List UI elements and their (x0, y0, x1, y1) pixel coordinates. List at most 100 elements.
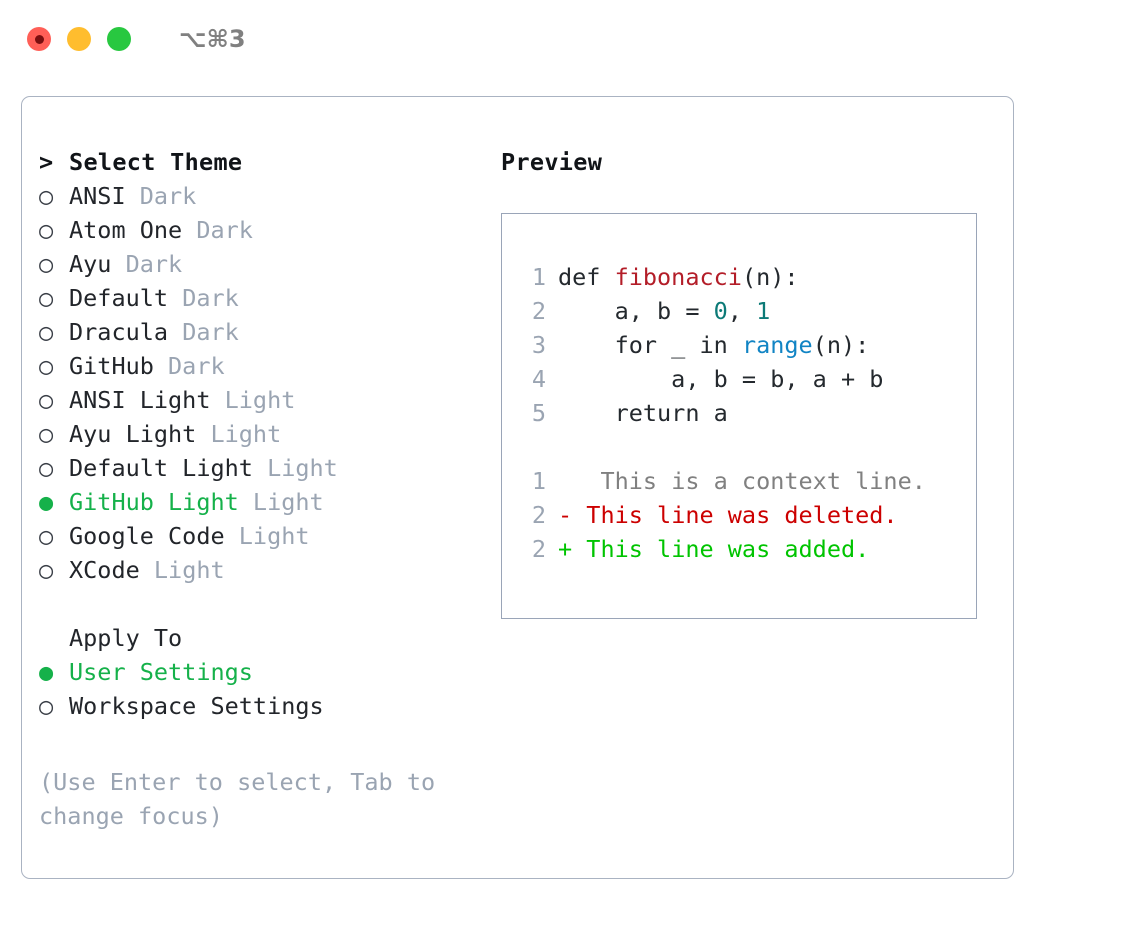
theme-name-label: Dracula (69, 318, 169, 346)
radio-selected-icon: ● (39, 658, 54, 686)
radio-unselected-icon: ○ (39, 216, 54, 244)
code-line: 2 a, b = 0, 1 (520, 294, 976, 328)
theme-category-tag: Light (252, 454, 338, 482)
line-number: 1 (531, 263, 546, 291)
line-number: 4 (531, 365, 546, 393)
theme-name-label: Atom One (69, 216, 183, 244)
theme-name-label: GitHub Light (69, 488, 239, 516)
code-line: 3 for _ in range(n): (520, 328, 976, 362)
code-token-num: 0 (713, 297, 728, 325)
line-number: 1 (531, 467, 546, 495)
radio-unselected-icon: ○ (39, 454, 54, 482)
radio-unselected-icon: ○ (39, 352, 54, 380)
apply-to-label: Workspace Settings (69, 692, 324, 720)
theme-category-tag: Light (139, 556, 225, 584)
code-token-plain: return a (558, 399, 728, 427)
code-token-plain: (n): (812, 331, 870, 359)
radio-unselected-icon: ○ (39, 420, 54, 448)
code-token-plain: , (727, 297, 757, 325)
code-token-func: fibonacci (614, 263, 742, 291)
apply-to-heading: Apply To (39, 621, 489, 655)
keyboard-shortcut-label: ⌥⌘3 (179, 25, 246, 53)
theme-category-tag: Light (238, 488, 324, 516)
theme-category-tag: Light (224, 522, 310, 550)
theme-list-item[interactable]: ○ Ayu Light Light (39, 417, 489, 451)
code-gap (520, 430, 976, 464)
radio-unselected-icon: ○ (39, 182, 54, 210)
diff-marker (558, 464, 572, 498)
diff-line: 1 This is a context line. (520, 464, 976, 498)
theme-name-label: GitHub (69, 352, 154, 380)
theme-name-label: Ayu (69, 250, 112, 278)
line-number: 3 (531, 331, 546, 359)
radio-unselected-icon: ○ (39, 250, 54, 278)
theme-list-item[interactable]: ○Ayu Dark (39, 247, 489, 281)
code-token-builtin: range (741, 331, 813, 359)
title-bar: ⌥⌘3 (0, 0, 1140, 78)
preview-title: Preview (501, 148, 603, 176)
theme-category-tag: Dark (182, 216, 253, 244)
theme-list-item[interactable]: ○Default Light Light (39, 451, 489, 485)
theme-name-label: ANSI Light (69, 386, 211, 414)
radio-unselected-icon: ○ (39, 318, 54, 346)
close-icon (34, 34, 44, 44)
help-text: (Use Enter to select, Tab to change focu… (39, 768, 450, 830)
theme-name-label: Google Code (69, 522, 225, 550)
theme-name-label: XCode (69, 556, 140, 584)
theme-category-tag: Light (196, 420, 282, 448)
theme-category-tag: Dark (168, 318, 239, 346)
theme-name-label: Ayu Light (69, 420, 197, 448)
apply-to-heading-label: Apply To (69, 624, 183, 652)
theme-list-item[interactable]: ○ Default Dark (39, 281, 489, 315)
code-token-plain: a, b = b, a + b (558, 365, 884, 393)
code-token-plain: def (558, 263, 615, 291)
select-theme-heading-label: Select Theme (69, 148, 243, 176)
radio-unselected-icon: ○ (39, 522, 54, 550)
theme-category-tag: Dark (168, 284, 239, 312)
code-token-plain: for _ in (558, 331, 742, 359)
theme-list-item[interactable]: ○ ANSI Light Light (39, 383, 489, 417)
diff-text: This line was deleted. (572, 501, 898, 529)
theme-list-item[interactable]: ● GitHub Light Light (39, 485, 489, 519)
theme-list-item[interactable]: ○ Atom One Dark (39, 213, 489, 247)
line-number: 5 (531, 399, 546, 427)
theme-list-item[interactable]: ○ GitHub Dark (39, 349, 489, 383)
main-panel: > Select Theme ○ ANSI Dark ○ Atom One Dark ○ A… (21, 96, 1014, 879)
apply-to-item[interactable]: ○Workspace Settings (39, 689, 489, 723)
radio-unselected-icon: ○ (39, 556, 54, 584)
apply-to-item[interactable]: ● User Settings (39, 655, 489, 689)
minimize-button[interactable] (67, 27, 91, 51)
radio-selected-icon: ● (39, 488, 54, 516)
theme-category-tag: Dark (153, 352, 225, 380)
code-token-plain: a, b = (558, 297, 714, 325)
diff-sample: 1 This is a context line.2- This line wa… (520, 464, 976, 566)
theme-list-item[interactable]: ○ ANSI Dark (39, 179, 489, 213)
theme-category-tag: Dark (125, 182, 197, 210)
theme-list-item[interactable]: ○ Dracula Dark (39, 315, 489, 349)
theme-name-label: Default (69, 284, 169, 312)
diff-text: This is a context line. (572, 467, 926, 495)
theme-list-item[interactable]: ○ XCode Light (39, 553, 489, 587)
theme-list-item[interactable]: ○ Google Code Light (39, 519, 489, 553)
theme-name-label: ANSI (69, 182, 126, 210)
traffic-lights (27, 27, 131, 51)
select-theme-heading: > Select Theme (39, 145, 489, 179)
theme-category-tag: Light (210, 386, 296, 414)
diff-line: 2+ This line was added. (520, 532, 976, 566)
line-number: 2 (531, 501, 546, 529)
maximize-button[interactable] (107, 27, 131, 51)
diff-marker: + (558, 535, 573, 563)
apply-to-label: User Settings (69, 658, 253, 686)
radio-unselected-icon: ○ (39, 386, 54, 414)
theme-list: ○ANSI Dark○Atom One Dark○Ayu Dark○Defaul… (39, 179, 489, 587)
radio-unselected-icon: ○ (39, 284, 54, 312)
caret-icon: > (39, 148, 54, 176)
code-line: 5 return a (520, 396, 976, 430)
code-line: 4 a, b = b, a + b (520, 362, 976, 396)
close-button[interactable] (27, 27, 51, 51)
section-spacer (39, 587, 489, 621)
